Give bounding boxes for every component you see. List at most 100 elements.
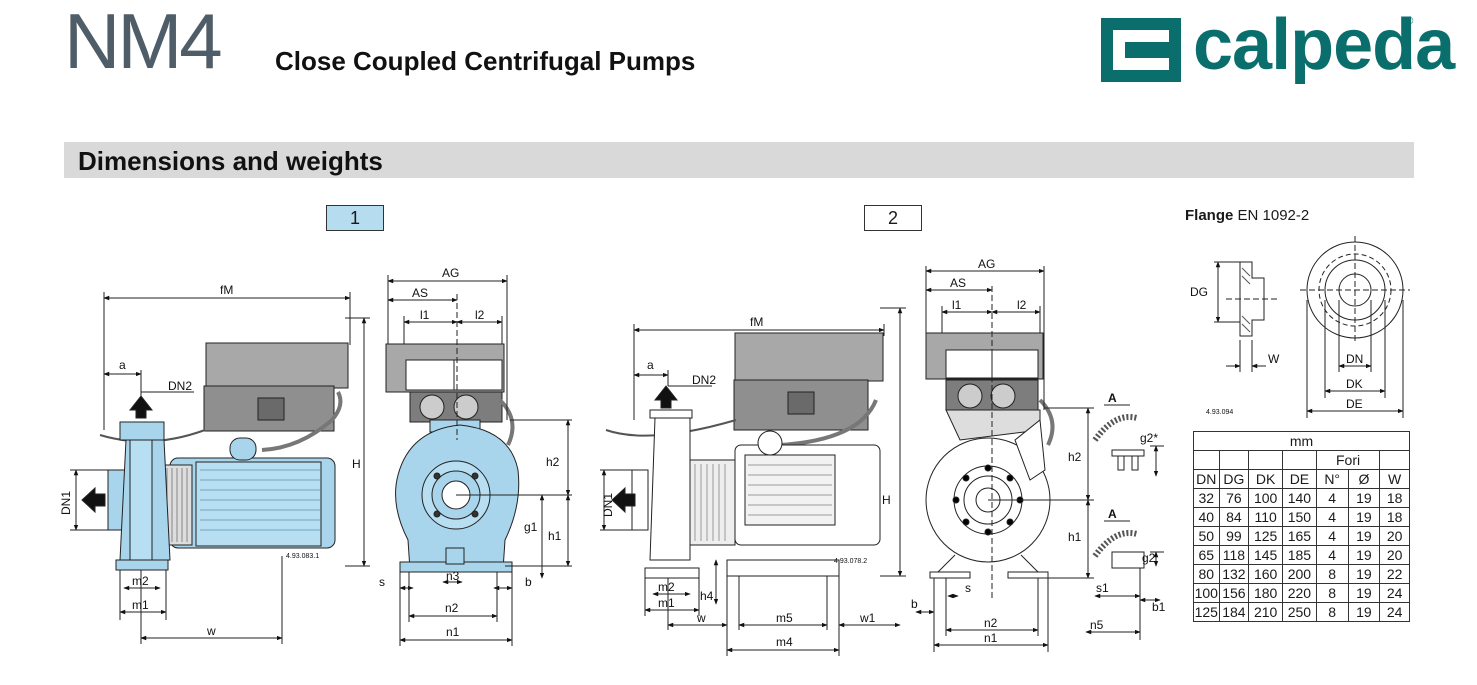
- d1-DN2: DN2: [168, 379, 192, 393]
- flange-W: W: [1268, 352, 1280, 366]
- d2-h2: h2: [1068, 450, 1082, 464]
- d2-b: b: [911, 597, 918, 611]
- table-cell: 22: [1379, 564, 1410, 584]
- drawing-1-front-view: [385, 275, 572, 646]
- d2-n5: n5: [1090, 618, 1104, 632]
- d2-h4: h4: [700, 589, 714, 603]
- d2-detail-A-top: A: [1108, 391, 1117, 405]
- d1-m1: m1: [132, 598, 149, 612]
- d2-H: H: [882, 493, 891, 507]
- d2-b1: b1: [1152, 600, 1166, 614]
- col-header: W: [1379, 469, 1410, 489]
- table-cell: 76: [1218, 488, 1250, 508]
- d1-n3: n3: [446, 569, 460, 583]
- table-cell: 165: [1282, 526, 1317, 546]
- table-cell: 19: [1347, 507, 1381, 527]
- table-cell: 80: [1193, 564, 1220, 584]
- flange-drawing: [1214, 236, 1410, 418]
- d2-w1: w1: [859, 611, 876, 625]
- d2-m4: m4: [776, 635, 793, 649]
- table-cell: 19: [1347, 545, 1381, 565]
- d2-l2: l2: [1017, 298, 1027, 312]
- table-cell: 8: [1315, 583, 1349, 603]
- d1-m2: m2: [132, 574, 149, 588]
- d2-DN1: DN1: [601, 493, 615, 517]
- col-header: DK: [1248, 469, 1284, 489]
- table-cell: 65: [1193, 545, 1220, 565]
- d1-DN1: DN1: [59, 491, 73, 515]
- d1-n2: n2: [445, 601, 459, 615]
- table-spacer: [1193, 450, 1220, 470]
- col-header: DG: [1218, 469, 1250, 489]
- table-cell: 20: [1379, 526, 1410, 546]
- d2-AG: AG: [978, 257, 995, 271]
- flange-code: 4.93.094: [1206, 409, 1233, 416]
- d1-g1: g1: [524, 520, 538, 534]
- d1-fM: fM: [220, 283, 233, 297]
- table-spacer: [1379, 450, 1410, 470]
- page-subtitle: Close Coupled Centrifugal Pumps: [275, 46, 696, 76]
- table-cell: 84: [1218, 507, 1250, 527]
- table-cell: 18: [1379, 507, 1410, 527]
- d1-AG: AG: [442, 266, 459, 280]
- d2-g2star: g2*: [1140, 431, 1158, 445]
- table-cell: 19: [1347, 583, 1381, 603]
- d2-code: 4.93.078.2: [834, 558, 867, 565]
- d2-s: s: [965, 581, 971, 595]
- table-cell: 100: [1193, 583, 1220, 603]
- d2-detail-A-bottom: A: [1108, 507, 1117, 521]
- d1-h1: h1: [548, 529, 562, 543]
- table-cell: 19: [1347, 564, 1381, 584]
- d1-a: a: [119, 358, 126, 372]
- table-header-row: DN DG DK DE N° Ø W: [1193, 469, 1410, 489]
- table-cell: 19: [1347, 488, 1381, 508]
- d2-l1: l1: [952, 298, 962, 312]
- table-cell: 4: [1315, 545, 1349, 565]
- d2-a: a: [647, 358, 654, 372]
- d1-s: s: [379, 575, 385, 589]
- model-title: NM4: [64, 0, 223, 85]
- table-cell: 4: [1315, 526, 1349, 546]
- table-cell: 20: [1379, 545, 1410, 565]
- table-cell: 132: [1218, 564, 1250, 584]
- d2-h1: h1: [1068, 530, 1082, 544]
- table-cell: 156: [1218, 583, 1250, 603]
- table-unit: mm: [1193, 431, 1410, 451]
- flange-title: Flange EN 1092-2: [1185, 207, 1309, 224]
- table-cell: 24: [1379, 583, 1410, 603]
- col-header: DE: [1282, 469, 1317, 489]
- table-cell: 140: [1282, 488, 1317, 508]
- d2-fM: fM: [750, 315, 763, 329]
- table-cell: 250: [1282, 602, 1317, 622]
- table-cell: 18: [1379, 488, 1410, 508]
- flange-title-bold: Flange: [1185, 207, 1234, 224]
- drawing-1-badge: 1: [326, 205, 384, 231]
- calpeda-logo: calpeda ®: [1101, 5, 1455, 86]
- calpeda-logo-text: calpeda: [1193, 5, 1455, 85]
- table-cell: 110: [1248, 507, 1284, 527]
- table-cell: 125: [1193, 602, 1220, 622]
- section-header: Dimensions and weights: [64, 142, 1414, 178]
- table-cell: 32: [1193, 488, 1220, 508]
- table-cell: 8: [1315, 602, 1349, 622]
- drawing-2-badge: 2: [864, 205, 922, 231]
- table-cell: 145: [1248, 545, 1284, 565]
- table-cell: 200: [1282, 564, 1317, 584]
- d2-n1: n1: [984, 631, 998, 645]
- col-header: N°: [1315, 469, 1349, 489]
- calpeda-logo-mark-icon: [1101, 18, 1181, 82]
- d1-l2: l2: [475, 308, 485, 322]
- d2-m5: m5: [776, 611, 793, 625]
- d2-m1: m1: [658, 596, 675, 610]
- section-title: Dimensions and weights: [78, 146, 383, 176]
- d2-s1: s1: [1096, 581, 1109, 595]
- table-cell: 100: [1248, 488, 1284, 508]
- flange-DK: DK: [1346, 377, 1363, 391]
- d2-AS: AS: [950, 276, 966, 290]
